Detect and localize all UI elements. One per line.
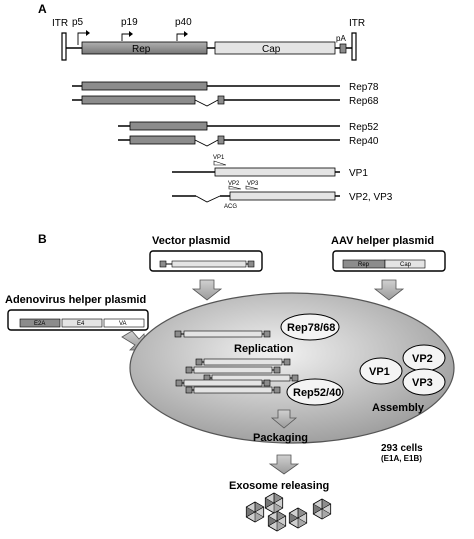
vector-plasmid-diagram (149, 250, 263, 272)
transcript-rep68 (72, 95, 340, 107)
cells-293-label: 293 cells (381, 443, 423, 454)
genome-rep-label: Rep (132, 44, 151, 55)
assembly-label: Assembly (372, 402, 425, 414)
vp3-bubble (402, 368, 446, 396)
genome-pa-label: pA (336, 34, 346, 43)
arrow-aav-to-cell (373, 279, 405, 301)
promoter-p5-label: p5 (72, 17, 84, 28)
rep52-40-bubble (286, 378, 344, 406)
vp1-label: VP1 (369, 366, 390, 378)
adeno-e4-label: E4 (77, 321, 85, 327)
transcript-rep40-label: Rep40 (349, 136, 379, 147)
replication-label: Replication (234, 343, 294, 355)
transcript-rep52 (118, 121, 340, 131)
rep78-68-label: Rep78/68 (287, 322, 335, 334)
genome-pa-box (339, 43, 347, 54)
itr-left-label: ITR (52, 18, 68, 29)
adenovirus-helper-plasmid-diagram (7, 309, 149, 331)
aav-helper-cap-label: Cap (400, 262, 412, 268)
cell-293-ellipse (129, 292, 455, 444)
rep78-68-bubble (280, 313, 340, 341)
arrow-vector-to-cell (191, 279, 223, 301)
panel-a-label: A (38, 2, 47, 16)
vp1-bubble (359, 357, 403, 385)
panel-b-label: B (38, 232, 47, 246)
vp1-start-label: VP1 (213, 155, 225, 161)
vp3-label: VP3 (412, 377, 433, 389)
aav-capsid-particles (245, 492, 332, 532)
adeno-va-label: VA (119, 321, 127, 327)
transcript-rep78 (72, 81, 340, 91)
capsid-icon (245, 501, 265, 523)
aav-helper-rep-label: Rep (358, 262, 370, 268)
vector-plasmid-title: Vector plasmid (152, 235, 230, 247)
adenovirus-helper-plasmid-title: Adenovirus helper plasmid (5, 294, 146, 306)
aav-helper-plasmid-title: AAV helper plasmid (331, 235, 434, 247)
promoter-p19-label: p19 (121, 17, 138, 28)
transcript-vp1 (172, 160, 340, 177)
transcript-vp1-label: VP1 (349, 168, 368, 179)
aav-helper-plasmid-diagram (332, 250, 446, 272)
transcript-vp2-vp3-label: VP2, VP3 (349, 192, 393, 203)
capsid-icon (267, 510, 287, 532)
genome-cap-box (214, 41, 336, 55)
promoter-p40-label: p40 (175, 17, 192, 28)
itr-right-label: ITR (349, 18, 365, 29)
arrow-to-packaging (270, 409, 298, 429)
genome-cap-label: Cap (262, 44, 281, 55)
genome-rep-box (81, 41, 208, 55)
vp2-start-label: VP2 (228, 181, 240, 187)
replicating-genome-stack (175, 358, 299, 394)
aav-genome-map (61, 32, 357, 61)
capsid-icon (264, 492, 284, 514)
acg-label: ACG (224, 204, 237, 210)
transcript-rep78-label: Rep78 (349, 82, 379, 93)
packaging-label: Packaging (253, 432, 308, 444)
arrow-to-exosome (268, 454, 300, 475)
transcript-rep52-label: Rep52 (349, 122, 379, 133)
vp3-start-label: VP3 (247, 181, 259, 187)
transcript-rep40 (118, 135, 340, 147)
adeno-e2a-label: E2A (34, 321, 45, 327)
capsid-icon (312, 498, 332, 520)
rep52-40-label: Rep52/40 (293, 387, 341, 399)
transcript-vp2-vp3 (172, 185, 340, 203)
transcript-rep68-label: Rep68 (349, 96, 379, 107)
cells-293-sublabel: (E1A, E1B) (381, 454, 422, 463)
capsid-icon (288, 507, 308, 529)
replicating-genome-top (174, 330, 271, 338)
vp2-label: VP2 (412, 353, 433, 365)
exosome-releasing-label: Exosome releasing (229, 480, 329, 492)
promoter-arrows (77, 30, 188, 45)
